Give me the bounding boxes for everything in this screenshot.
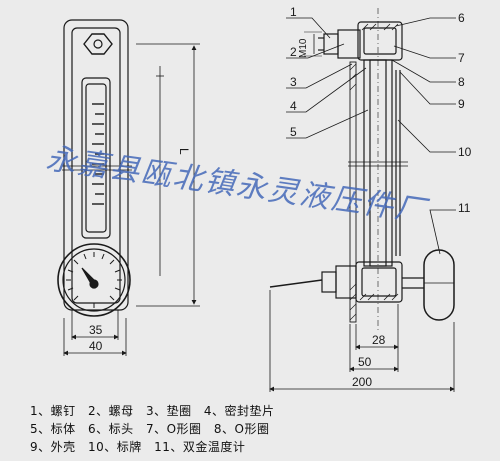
sight-glass-window [81, 77, 111, 239]
callout-2: 2 [290, 45, 297, 59]
legend-row-2: 5、标体 6、标头 7、O形圈 8、O形圈 [30, 420, 277, 437]
legend-item-7: 7、O形圈 [145, 422, 202, 436]
watermark: 永嘉县瓯北镇永灵液压件厂 [45, 141, 431, 228]
legend-item-5: 5、标体 [30, 422, 76, 436]
front-body-outer [63, 19, 129, 311]
mounting-wall [349, 61, 357, 323]
front-dimension-labels: 35 40 L [89, 148, 191, 353]
callout-6: 6 [458, 11, 465, 25]
thermometer-dial [57, 243, 131, 317]
legend-row-3: 9、外壳 10、标牌 11、双金温度计 [30, 438, 253, 455]
dim-M10: M10 [298, 38, 309, 58]
dial-ticks [66, 252, 122, 308]
watermark-text: 永嘉县瓯北镇永灵液压件厂 [45, 141, 431, 228]
front-body-inner [71, 27, 121, 304]
callout-5: 5 [290, 125, 297, 139]
front-view [57, 19, 200, 356]
scale-ticks [92, 103, 104, 205]
legend-item-9: 9、外壳 [30, 440, 76, 454]
legend-item-1: 1、螺钉 [30, 404, 76, 418]
callout-3: 3 [290, 75, 297, 89]
legend-item-10: 10、标牌 [87, 440, 142, 454]
legend-item-8: 8、O形圈 [213, 422, 270, 436]
dim-28: 28 [372, 333, 386, 347]
callout-1: 1 [290, 5, 297, 19]
legend-row-1: 1、螺钉 2、螺母 3、垫圈 4、密封垫片 [30, 402, 283, 419]
dim-L: L [177, 148, 191, 155]
legend-item-2: 2、螺母 [87, 404, 134, 418]
thermometer-knob [423, 249, 455, 321]
callout-11: 11 [458, 201, 471, 215]
callout-10: 10 [458, 145, 472, 159]
legend-item-4: 4、密封垫片 [203, 404, 275, 418]
legend-item-6: 6、标头 [87, 422, 134, 436]
side-view [269, 8, 455, 392]
side-dimension-labels: M10 28 50 200 [298, 38, 386, 389]
callout-7: 7 [458, 51, 465, 65]
dim-40: 40 [89, 339, 103, 353]
legend-item-11: 11、双金温度计 [154, 440, 246, 454]
callout-8: 8 [458, 75, 465, 89]
callout-leaders [286, 17, 456, 255]
thermometer-stem [269, 279, 323, 288]
callout-4: 4 [290, 99, 297, 113]
callout-9: 9 [458, 97, 465, 111]
top-hex-nut [83, 33, 113, 55]
dim-35: 35 [89, 323, 103, 337]
dim-200: 200 [352, 375, 372, 389]
legend-item-3: 3、垫圈 [145, 404, 192, 418]
callout-numbers: 1 2 3 4 5 6 7 8 9 10 11 [290, 5, 472, 215]
dim-50: 50 [358, 355, 372, 369]
